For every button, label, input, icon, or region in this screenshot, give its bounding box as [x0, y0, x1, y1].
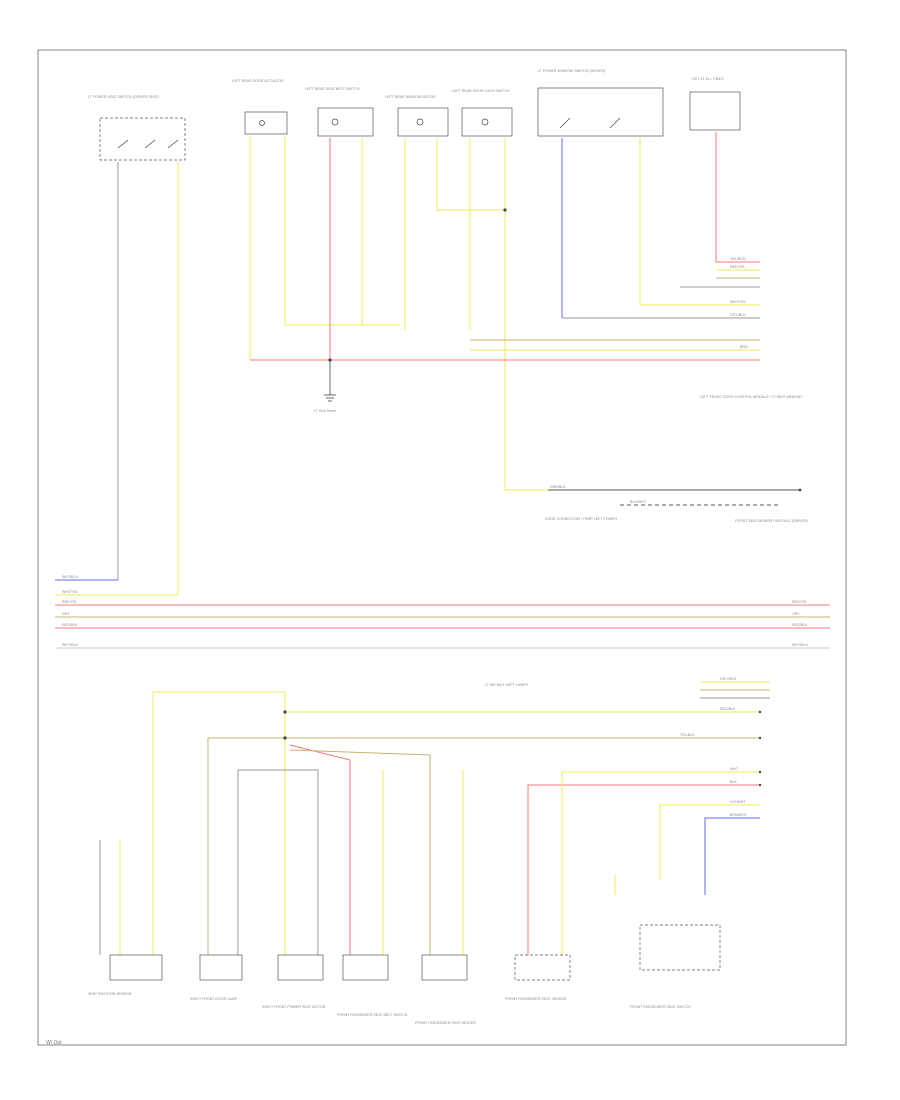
- wire-tag-1: RED/YEL: [730, 265, 745, 269]
- wire-hot-red: [715, 132, 760, 263]
- wire-tag-10: BLK: [730, 780, 737, 784]
- bus-label-left-3: GRY: [62, 612, 70, 616]
- left-rear-window-motor-box: [397, 107, 449, 137]
- top-label-0: LT POWER SEAT SWITCH (DRIVER SEAT): [88, 95, 159, 99]
- bottom-label-5: FRONT PASSENGER SEAT SENSOR: [505, 997, 567, 1001]
- wire-tag-2: WHT/YEL: [730, 300, 746, 304]
- connector-dots: [283, 208, 802, 787]
- bus-label-left-0: WHT/BLU: [62, 575, 79, 579]
- diagram-frame: [37, 49, 847, 1046]
- bus-labels-left: WHT/BLU WHT/YEL RED/YEL GRY RED/BLK WHT/…: [62, 575, 79, 647]
- bus-label-right-2: RED/BLK: [792, 623, 808, 627]
- wire-lock-yellow-b: [504, 138, 548, 491]
- wire-bottom-yellow-6: [659, 804, 760, 880]
- top-label-1: LEFT REAR DOOR ACTUATOR: [232, 79, 284, 83]
- left-rear-door-actuator-box: [244, 111, 288, 135]
- bus-label-left-2: RED/YEL: [62, 600, 77, 604]
- wire-color-tags: YEL/RED RED/YEL WHT/YEL GRY/BLK BRN GRN/…: [550, 257, 748, 817]
- top-label-5: LT POWER WINDOW SWITCH (DRIVER): [538, 69, 605, 73]
- wire-tag-8: YEL/BLK: [680, 733, 695, 737]
- wire-tag-13: GRY/RED: [720, 677, 737, 681]
- bottom-label-0: SEAT POSITION SENSOR: [88, 992, 132, 996]
- right-ground-note: LT AIR BAG SOFT LAMPS: [485, 683, 529, 687]
- wire-bottom-blue: [704, 817, 760, 895]
- wire-bottom-red-2: [527, 784, 760, 955]
- seat-position-sensor-box: [109, 954, 163, 981]
- lt-power-window-switch-box: [537, 87, 664, 137]
- bottom-label-4: FRONT PASSENGER SEAT HEATER: [415, 1021, 476, 1025]
- bus-label-right-1: GRY: [792, 612, 800, 616]
- lt-power-seat-switch-box: [99, 117, 186, 161]
- right-front-door-lamp-box: [199, 954, 243, 981]
- main-bus: [55, 579, 830, 649]
- bottom-label-2: RIGHT FRONT POWER SEAT MOTOR: [262, 1005, 326, 1009]
- left-rear-door-lock-switch-box: [461, 107, 513, 137]
- bus-label-right-3: WHT/BLK: [792, 643, 809, 647]
- top-components: [99, 87, 741, 161]
- bottom-wires: [99, 681, 770, 955]
- wire-bottom-tan: [207, 737, 760, 955]
- wire-actuator-yellow-b: [284, 136, 400, 326]
- left-rear-seat-belt-switch-box: [317, 107, 374, 137]
- wire-bottom-gray-1: [237, 769, 319, 955]
- wire-tag-3: GRY/BLK: [730, 313, 746, 317]
- wire-window-yellow-b: [436, 138, 505, 211]
- bus-label-left-1: WHT/YEL: [62, 590, 78, 594]
- footer-tag: W/ Opt: [46, 1040, 62, 1046]
- top-label-2: LEFT REAR SEAT BELT SWITCH: [305, 87, 360, 91]
- front-passenger-seat-belt-switch-box: [342, 954, 389, 981]
- bus-labels-right: RED/YEL GRY RED/BLK WHT/BLK: [792, 600, 809, 647]
- wire-bottom-red: [289, 744, 351, 955]
- wire-window-switch-yellow: [639, 138, 760, 306]
- bottom-label-3: FRONT PASSENGER SEAT BELT SWITCH: [337, 1013, 408, 1017]
- top-wires: [117, 132, 800, 595]
- wire-tag-4: BRN: [740, 345, 748, 349]
- wire-tag-9: WHT: [730, 767, 739, 771]
- bus-label-right-0: RED/YEL: [792, 600, 807, 604]
- wire-belt-yellow: [361, 138, 400, 326]
- switch-symbols: [117, 117, 621, 149]
- front-passenger-seat-sensor-box: [514, 954, 571, 981]
- top-label-3: LEFT REAR WINDOW MOTOR: [385, 95, 436, 99]
- bottom-label-6: FRONT PASSENGER SEAT SWITCH: [630, 1005, 691, 1009]
- wire-bottom-tan-2: [289, 749, 431, 955]
- hot-at-all-times-box: [689, 91, 741, 131]
- bottom-components: [109, 924, 721, 981]
- bus-label-left-4: RED/BLK: [62, 623, 78, 627]
- wire-tag-12: BRN/WHT: [730, 813, 748, 817]
- mid-right-note: FRONT SEAT MEMORY MODULE (DRIVER): [735, 519, 808, 523]
- top-label-6: HOT AT ALL TIMES: [692, 77, 724, 81]
- panel-upper-right-note: LEFT FRONT DOOR CONTROL MODULE / LT SEAT…: [700, 395, 803, 399]
- wire-tag-6: BLU/WHT: [630, 500, 647, 504]
- top-label-4: LEFT REAR DOOR LOCK SWITCH: [452, 89, 510, 93]
- ground-symbol-top: [324, 360, 336, 402]
- wire-tag-7: RED/BLK: [720, 707, 736, 711]
- mid-caption-note: DOOR CONNECTOR / TEMP LEFT POWER: [545, 517, 617, 521]
- wire-bottom-yellow-5: [561, 771, 760, 955]
- wire-bottom-yellow-main: [152, 691, 286, 955]
- top-component-labels: LT POWER SEAT SWITCH (DRIVER SEAT) LEFT …: [88, 69, 724, 99]
- front-passenger-seat-switch-box: [639, 924, 721, 971]
- ground-left-label: LT Kick Panel: [314, 409, 336, 413]
- wire-tag-5: GRN/BLK: [550, 485, 566, 489]
- bottom-label-1: RIGHT FRONT DOOR LAMP: [190, 997, 238, 1001]
- bottom-component-labels: SEAT POSITION SENSOR RIGHT FRONT DOOR LA…: [88, 992, 691, 1025]
- front-passenger-seat-heater-box: [421, 954, 468, 981]
- wire-tag-11: VIO/WHT: [730, 800, 746, 804]
- bus-label-left-5: WHT/BLK: [62, 643, 79, 647]
- right-front-power-seat-motor-box: [277, 954, 324, 981]
- wire-tag-0: YEL/RED: [730, 257, 746, 261]
